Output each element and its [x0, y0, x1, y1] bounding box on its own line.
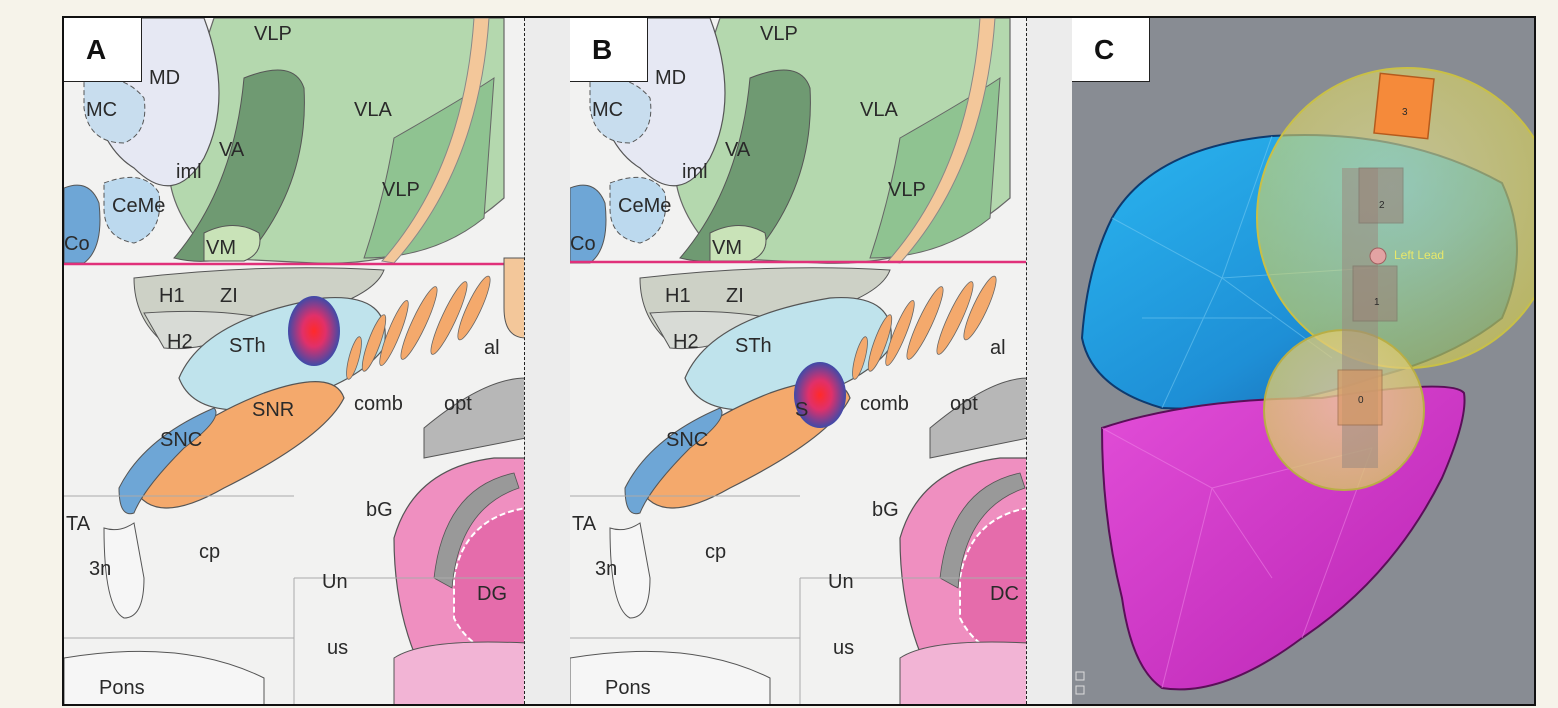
label-vlp-top: VLP [254, 23, 292, 45]
label-snr: SNR [252, 399, 294, 421]
lead-label: Left Lead [1394, 248, 1444, 262]
contact-3 [1374, 73, 1434, 138]
label-vla: VLA [354, 99, 392, 121]
label-vlp-top: VLP [760, 23, 798, 45]
contact-label-3: 3 [1402, 107, 1408, 118]
label-zi: ZI [726, 285, 744, 307]
label-pons: Pons [99, 677, 145, 699]
lateral-structure [504, 258, 526, 338]
label-sth: STh [735, 335, 772, 357]
label-cp: cp [705, 541, 726, 563]
panel-divider [1026, 18, 1072, 704]
label-ta: TA [572, 513, 597, 535]
label-vm: VM [712, 237, 742, 259]
label-us: us [833, 637, 854, 659]
contact-label-1: 1 [1374, 297, 1380, 308]
label-snc: SNC [160, 429, 202, 451]
label-snc: SNC [666, 429, 708, 451]
label-va: VA [725, 139, 751, 161]
label-al: al [990, 337, 1006, 359]
label-vm: VM [206, 237, 236, 259]
label-md: MD [655, 67, 686, 89]
label-sn-partial: S [795, 399, 808, 421]
label-ta: TA [66, 513, 91, 535]
contact-2 [1359, 168, 1403, 223]
label-opt: opt [950, 393, 978, 415]
label-co: Co [570, 233, 596, 255]
label-iml: iml [682, 161, 708, 183]
label-va: VA [219, 139, 245, 161]
label-us: us [327, 637, 348, 659]
label-md: MD [149, 67, 180, 89]
atlas-diagram-a: VLP MD MC VLA VA iml VLP CeMe Co VM H1 Z… [64, 18, 526, 704]
label-sth: STh [229, 335, 266, 357]
panel-a: VLP MD MC VLA VA iml VLP CeMe Co VM H1 Z… [64, 18, 526, 704]
label-vlp-mid: VLP [382, 179, 420, 201]
lower-pink [394, 642, 526, 704]
label-pons: Pons [605, 677, 651, 699]
label-un: Un [828, 571, 854, 593]
label-dc: DC [990, 583, 1019, 605]
label-opt: opt [444, 393, 472, 415]
label-h1: H1 [159, 285, 185, 307]
label-al: al [484, 337, 500, 359]
label-un: Un [322, 571, 348, 593]
atlas-diagram-b: VLP MD MC VLA VA iml VLP CeMe Co VM H1 Z… [570, 18, 1028, 704]
pons-region [64, 651, 264, 704]
panel-label-a: A [64, 18, 142, 82]
label-h1: H1 [665, 285, 691, 307]
contact-label-2: 2 [1379, 200, 1385, 211]
3d-model-render: 3 2 1 0 Left Lead [1072, 18, 1536, 704]
label-vla: VLA [860, 99, 898, 121]
label-zi: ZI [220, 285, 238, 307]
opt-region [424, 378, 526, 458]
panel-label-b: B [570, 18, 648, 82]
label-3n: 3n [595, 558, 617, 580]
label-3n: 3n [89, 558, 111, 580]
label-vlp-mid: VLP [888, 179, 926, 201]
panel-b: VLP MD MC VLA VA iml VLP CeMe Co VM H1 Z… [570, 18, 1028, 704]
panel-label-c: C [1072, 18, 1150, 82]
panel-divider [524, 18, 572, 704]
label-dg: DG [477, 583, 507, 605]
stimulation-field [288, 296, 340, 366]
panel-c: 3 2 1 0 Left Lead C [1072, 18, 1536, 704]
label-mc: MC [592, 99, 623, 121]
figure: VLP MD MC VLA VA iml VLP CeMe Co VM H1 Z… [62, 16, 1536, 706]
contact-1 [1353, 266, 1397, 321]
contact-label-0: 0 [1358, 395, 1364, 406]
label-cp: cp [199, 541, 220, 563]
lead-marker [1370, 248, 1386, 264]
label-h2: H2 [167, 331, 193, 353]
label-ceme: CeMe [112, 195, 165, 217]
label-iml: iml [176, 161, 202, 183]
label-comb: comb [860, 393, 909, 415]
label-bg: bG [366, 499, 393, 521]
label-mc: MC [86, 99, 117, 121]
label-co: Co [64, 233, 90, 255]
label-comb: comb [354, 393, 403, 415]
label-ceme: CeMe [618, 195, 671, 217]
label-bg: bG [872, 499, 899, 521]
label-h2: H2 [673, 331, 699, 353]
viewport-corner-icon [1076, 672, 1084, 694]
